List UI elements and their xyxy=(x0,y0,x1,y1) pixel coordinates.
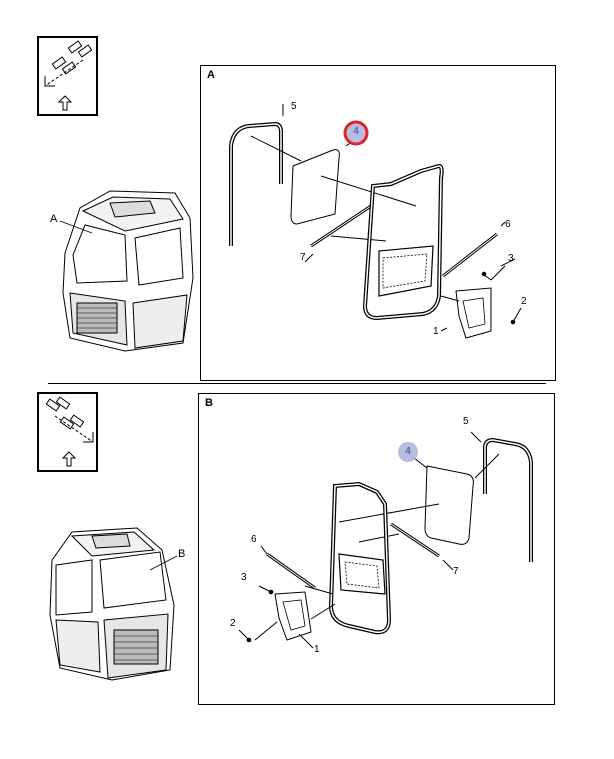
cab-label-a: A xyxy=(50,213,58,225)
panel-letter-b: B xyxy=(205,397,213,409)
callout-7-a: 7 xyxy=(300,252,306,263)
part-4-circle[interactable] xyxy=(397,441,419,463)
callout-3-b: 3 xyxy=(241,572,247,583)
exploded-view-b xyxy=(238,431,533,649)
callout-6-b: 6 xyxy=(251,534,257,545)
cab-label-b: B xyxy=(178,548,186,560)
arrow-diagram-icon xyxy=(44,40,93,111)
diagram-panel-b: B xyxy=(198,393,555,705)
exploded-view-a xyxy=(229,104,522,339)
callout-6-a: 6 xyxy=(505,219,511,230)
panel-letter-a: A xyxy=(207,69,215,81)
arrow-diagram-icon xyxy=(45,396,94,467)
callout-2-b: 2 xyxy=(230,618,236,629)
callout-5-a: 5 xyxy=(291,101,297,112)
cab-illustration-a xyxy=(62,190,194,352)
view-direction-icon-a xyxy=(37,36,98,116)
callout-7-b: 7 xyxy=(453,566,459,577)
diagram-panel-a: A xyxy=(200,65,556,381)
cab-leader-line-b xyxy=(149,555,178,571)
highlighted-callout-ring[interactable] xyxy=(343,120,369,146)
view-direction-icon-b xyxy=(37,392,98,472)
cab-leader-line-a xyxy=(59,220,93,234)
callout-4-a[interactable]: 4 xyxy=(353,126,359,137)
callout-1-b: 1 xyxy=(314,644,320,655)
callout-5-b: 5 xyxy=(463,416,469,427)
callout-4-b[interactable]: 4 xyxy=(405,446,411,457)
callout-2-a: 2 xyxy=(521,296,527,307)
callout-1-a: 1 xyxy=(433,326,439,337)
section-divider xyxy=(48,383,546,384)
callout-3-a: 3 xyxy=(508,253,514,264)
cab-illustration-b xyxy=(49,527,175,681)
